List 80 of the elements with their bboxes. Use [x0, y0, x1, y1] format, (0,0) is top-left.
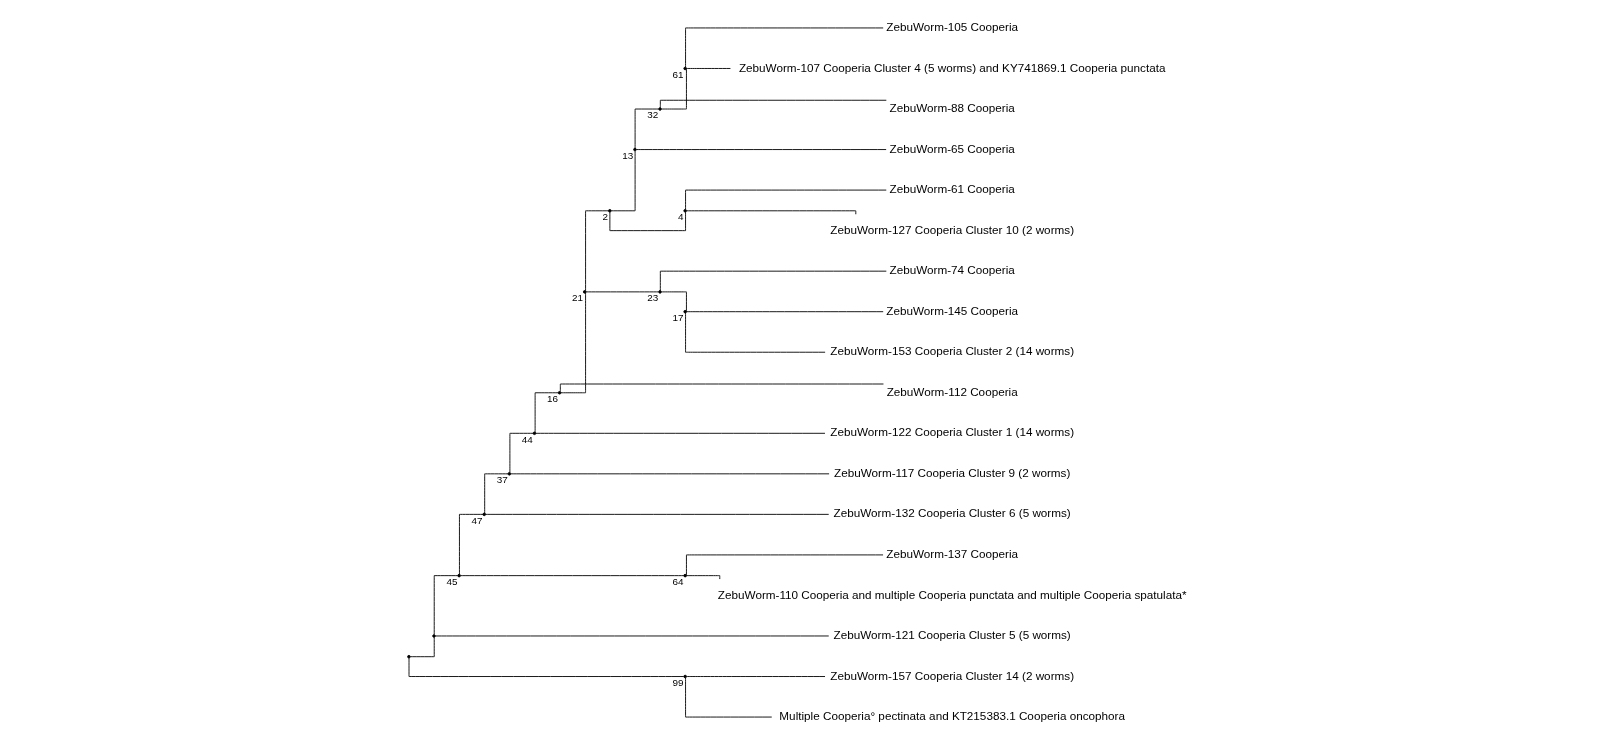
node-text: ZebuWorm-122 Cooperia Cluster 1 (14 worms)	[830, 425, 1075, 439]
node-point	[658, 290, 662, 294]
node-point	[683, 66, 687, 71]
node-point	[683, 674, 687, 679]
node-label: 16	[546, 392, 558, 404]
node-label: 17	[672, 311, 684, 323]
node-label: 13	[622, 149, 634, 161]
node-label: 99	[672, 676, 684, 688]
node-text: ZebuWorm-65 Cooperia	[889, 141, 1015, 155]
connector	[510, 473, 830, 475]
node-text: ZebuWorm-145 Cooperia	[886, 303, 1019, 317]
node-label: 4	[677, 211, 684, 223]
node-label: 32	[647, 109, 659, 121]
node-label: 47	[471, 514, 483, 526]
node-text: ZebuWorm-132 Cooperia Cluster 6 (5 worms)	[833, 506, 1071, 520]
node-point	[683, 209, 687, 213]
connector	[534, 392, 559, 433]
node-label: 61	[672, 68, 684, 80]
connector	[686, 68, 731, 69]
connector	[686, 311, 884, 313]
connector	[685, 677, 773, 718]
connector	[685, 312, 826, 353]
connector	[435, 635, 830, 637]
node-text: ZebuWorm-110 Cooperia and multiple Cooperia punctata and multiple Cooperia spatulata*	[717, 587, 1187, 601]
node-text: ZebuWorm-61 Cooperia	[889, 182, 1015, 196]
node-text: ZebuWorm-121 Cooperia Cluster 5 (5 worms)	[833, 628, 1071, 642]
node-text: ZebuWorm-127 Cooperia Cluster 10 (2 worms)	[830, 222, 1075, 236]
node-point	[507, 472, 512, 476]
node-text: ZebuWorm-137 Cooperia	[886, 546, 1019, 560]
node-label: 45	[446, 575, 458, 587]
node-text: Multiple Cooperia° pectinata and KT215383.1 Cooperia oncophora	[779, 709, 1125, 723]
node-text: ZebuWorm-157 Cooperia Cluster 14 (2 worms)	[830, 668, 1075, 682]
node-point	[582, 290, 587, 294]
connector	[560, 292, 586, 394]
node-text: ZebuWorm-153 Cooperia Cluster 2 (14 worms)	[830, 344, 1075, 358]
node-label: 64	[672, 575, 684, 587]
connector	[408, 657, 685, 677]
connector	[659, 270, 887, 291]
node-label: 23	[647, 292, 659, 304]
connector	[686, 554, 884, 576]
connector	[559, 383, 884, 392]
connector	[685, 27, 884, 68]
node-text: ZebuWorm-105 Cooperia	[886, 20, 1019, 34]
connector	[535, 432, 826, 434]
connector	[686, 676, 826, 677]
connector	[635, 149, 887, 150]
connector	[661, 68, 687, 110]
connector	[433, 575, 459, 635]
connector	[686, 575, 721, 580]
connector	[485, 513, 830, 515]
connector	[685, 189, 887, 210]
node-point	[407, 654, 411, 659]
connector	[484, 473, 509, 514]
connector	[509, 432, 534, 473]
node-point	[532, 431, 537, 436]
node-text: ZebuWorm-74 Cooperia	[889, 263, 1015, 277]
node-point	[608, 209, 612, 213]
node-point	[658, 107, 662, 111]
node-point	[482, 512, 486, 517]
node-point	[457, 573, 461, 578]
node-label: 44	[521, 433, 533, 445]
connector	[610, 150, 636, 212]
node-text: ZebuWorm-112 Cooperia	[886, 384, 1018, 398]
node-text: ZebuWorm-117 Cooperia Cluster 9 (2 worms)	[834, 465, 1071, 479]
node-point	[432, 634, 436, 638]
node-point	[557, 391, 562, 395]
node-label: 37	[496, 474, 508, 486]
node-point	[683, 573, 687, 578]
connector	[661, 291, 687, 313]
node-point	[633, 147, 637, 152]
node-label: 2	[602, 211, 609, 223]
connector	[409, 636, 435, 658]
connector	[459, 513, 484, 575]
connector	[686, 210, 857, 215]
node-point	[683, 309, 687, 314]
connector	[609, 211, 686, 232]
node-text: ZebuWorm-107 Cooperia Cluster 4 (5 worms) and KY741869.1 Cooperia punctata	[738, 60, 1166, 74]
connector	[585, 210, 609, 292]
node-text: ZebuWorm-88 Cooperia	[889, 101, 1015, 115]
node-label: 21	[572, 292, 584, 304]
